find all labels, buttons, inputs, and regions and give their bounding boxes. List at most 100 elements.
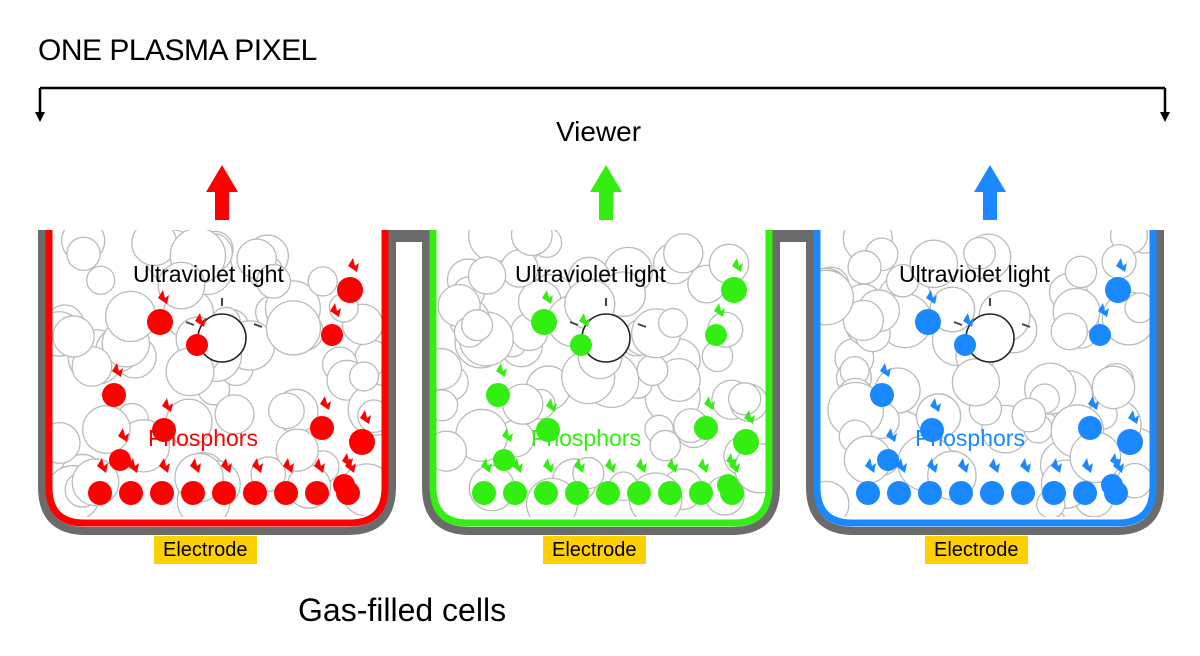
phosphor-dot <box>243 481 267 505</box>
phosphor-spark-icon <box>579 313 590 327</box>
phosphor-spark-icon <box>320 396 331 410</box>
phosphor-dot <box>1078 416 1102 440</box>
gas-bubble <box>951 358 1000 407</box>
phosphor-spark-icon <box>880 363 891 377</box>
gas-bubble <box>265 300 322 356</box>
gas-bubble <box>52 422 81 464</box>
uv-ray-icon <box>953 298 1031 328</box>
gas-bubble <box>214 394 255 435</box>
electrode-label-blue: Electrode <box>925 536 1028 564</box>
gas-bubble <box>52 315 95 358</box>
gas-bubble <box>820 269 854 326</box>
phosphor-dot <box>147 309 173 335</box>
phosphor-spark-icon <box>543 458 554 473</box>
phosphor-spark-icon <box>732 258 743 272</box>
gas-bubble <box>66 236 101 272</box>
bracket-line <box>38 86 1167 118</box>
phosphor-dot <box>870 383 894 407</box>
gas-bubble <box>307 266 338 297</box>
phosphor-spark-icon <box>502 428 513 442</box>
phosphor-dot <box>305 481 329 505</box>
phosphor-spark-icon <box>704 396 715 410</box>
phosphor-dot <box>109 449 131 471</box>
phosphor-dot <box>565 481 589 505</box>
phosphor-spark-icon <box>744 410 755 424</box>
phosphor-spark-icon <box>195 313 206 327</box>
phosphor-dot <box>152 418 176 442</box>
phosphor-spark-icon <box>989 458 1000 473</box>
phosphor-lining <box>813 230 1157 527</box>
phosphor-dot <box>705 324 727 346</box>
diagram-title: ONE PLASMA PIXEL <box>38 34 317 67</box>
phosphor-spark-icon <box>481 458 492 473</box>
phosphor-dot <box>1089 324 1111 346</box>
cell-red <box>38 165 396 535</box>
phosphor-spark-icon <box>252 458 263 473</box>
uv-label-red: Ultraviolet light <box>133 261 284 287</box>
cell-connector <box>390 230 430 242</box>
gas-bubble <box>1091 365 1136 410</box>
gas-bubble <box>636 354 669 387</box>
phosphor-spark-icon <box>1020 458 1031 473</box>
phosphor-spark-icon <box>1082 458 1093 473</box>
phosphor-dot <box>1117 429 1143 455</box>
phosphor-dot <box>915 309 941 335</box>
phosphor-dot <box>694 416 718 440</box>
phosphor-spark-icon <box>926 290 937 304</box>
phosphor-dot <box>627 481 651 505</box>
phosphor-dot <box>658 481 682 505</box>
bracket-right-tick-icon <box>1160 112 1170 122</box>
phosphor-dot <box>486 383 510 407</box>
gas-bubble <box>847 250 882 285</box>
phosphor-spark-icon <box>158 290 169 304</box>
phosphor-spark-icon <box>886 428 897 442</box>
phosphor-dot <box>954 334 976 356</box>
phosphor-dot <box>212 481 236 505</box>
phosphor-spark-icon <box>698 458 709 473</box>
phosphor-spark-icon <box>496 363 507 377</box>
phosphor-dot <box>472 481 496 505</box>
uv-label-green: Ultraviolet light <box>515 261 666 287</box>
gas-bubble <box>268 392 305 430</box>
viewer-label: Viewer <box>556 116 642 147</box>
emitted-light-arrow-icon <box>590 165 622 220</box>
phosphor-dot <box>333 474 355 496</box>
gas-bubble <box>1124 292 1150 324</box>
phosphor-dot <box>321 324 343 346</box>
phosphor-dot <box>1073 481 1097 505</box>
phosphor-dot <box>186 334 208 356</box>
gas-bubble <box>436 389 459 422</box>
gas-bubble <box>82 405 131 454</box>
gas-bubble <box>275 428 319 472</box>
gas-bubble <box>348 361 380 392</box>
gas-bubble <box>1064 255 1098 289</box>
phosphor-spark-icon <box>118 428 129 442</box>
phosphor-lining <box>45 230 389 527</box>
gas-bubble <box>663 233 704 274</box>
phosphor-dot <box>1105 277 1131 303</box>
phosphor-dot <box>721 277 747 303</box>
phosphor-dot <box>1042 481 1066 505</box>
electrode-label-red: Electrode <box>154 536 257 564</box>
phosphor-dot <box>596 481 620 505</box>
phosphor-spark-icon <box>542 290 553 304</box>
phosphor-dot <box>877 449 899 471</box>
gas-bubble <box>510 230 553 256</box>
phosphor-dot <box>181 481 205 505</box>
phosphor-dot <box>337 277 363 303</box>
phosphor-dot <box>349 429 375 455</box>
phosphor-spark-icon <box>636 458 647 473</box>
phosphor-dot <box>88 481 112 505</box>
phosphor-spark-icon <box>958 458 969 473</box>
gas-filled-cells-label: Gas-filled cells <box>298 592 507 628</box>
phosphor-spark-icon <box>1098 303 1109 317</box>
phosphor-spark-icon <box>714 303 725 317</box>
phosphor-dot <box>980 481 1004 505</box>
phosphor-spark-icon <box>574 458 585 473</box>
phosphor-spark-icon <box>1051 458 1062 473</box>
gas-bubble <box>820 480 850 517</box>
cell-blue <box>806 165 1164 535</box>
phosphor-spark-icon <box>221 458 232 473</box>
cells-layer <box>38 165 1164 535</box>
